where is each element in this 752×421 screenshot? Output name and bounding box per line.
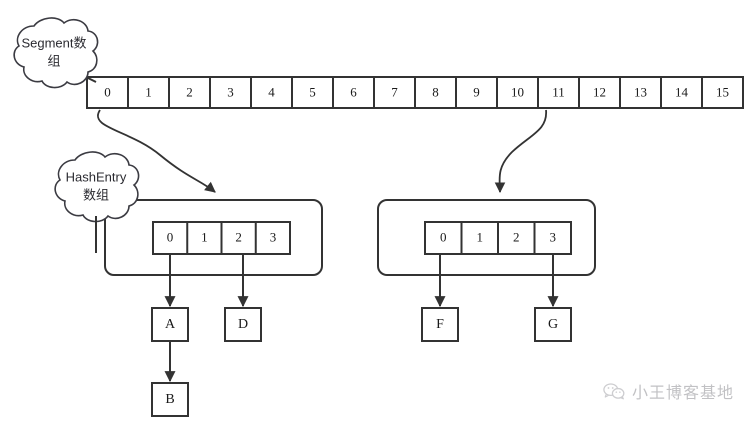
segment-cell-6[interactable]: 6 <box>350 84 357 99</box>
hashentry-cloud-label-line2: 数组 <box>83 187 109 202</box>
segment-cell-12[interactable]: 12 <box>593 84 606 99</box>
segment-cell-3[interactable]: 3 <box>227 84 234 99</box>
segment-cell-0[interactable]: 0 <box>104 84 111 99</box>
hashentry-left-cell-2[interactable]: 2 <box>235 229 242 244</box>
node-f-label: F <box>436 317 444 332</box>
node-f-box[interactable] <box>421 307 459 342</box>
hashentry-right-cell-0[interactable]: 0 <box>440 229 447 244</box>
segment-cloud-label-line1: Segment数 <box>21 35 86 50</box>
node-f[interactable]: F <box>421 307 459 342</box>
segment-cell-5[interactable]: 5 <box>309 84 316 99</box>
segment-cell-10[interactable]: 10 <box>511 84 524 99</box>
segment-cell-2[interactable]: 2 <box>186 84 193 99</box>
node-a[interactable]: A <box>151 307 189 342</box>
segment-11-to-hashentry-right-arrow <box>494 109 547 194</box>
hashentry-cloud: HashEntry 数组 <box>54 151 140 253</box>
hashentry-right-cell-3[interactable]: 3 <box>549 229 556 244</box>
segment-cell-15[interactable]: 15 <box>716 84 729 99</box>
segment-cloud: Segment数 组 <box>13 17 99 89</box>
node-g-box[interactable] <box>534 307 572 342</box>
segment-cloud-connector <box>87 77 97 83</box>
segment-array: 0 1 2 3 4 5 6 7 8 9 10 11 12 13 14 15 <box>86 76 744 109</box>
hashentry-right-cell-1[interactable]: 1 <box>476 229 483 244</box>
hashentry-array-left: 0 1 2 3 <box>104 199 323 276</box>
segment-cloud-shape <box>13 17 99 89</box>
segment-cell-11[interactable]: 11 <box>552 84 565 99</box>
hashentry-cloud-shape <box>54 151 140 223</box>
node-d-label: D <box>238 317 248 332</box>
node-d-box[interactable] <box>224 307 262 342</box>
segment-cell-7[interactable]: 7 <box>391 84 398 99</box>
hashentry-left-cell-3[interactable]: 3 <box>270 229 277 244</box>
hashentry-array-right: 0 1 2 3 <box>377 199 596 276</box>
segment-cell-8[interactable]: 8 <box>432 84 439 99</box>
node-d[interactable]: D <box>224 307 262 342</box>
node-g[interactable]: G <box>534 307 572 342</box>
hashentry-cloud-label-line1: HashEntry <box>66 169 127 184</box>
hashentry-left-cell-1[interactable]: 1 <box>201 229 208 244</box>
segment-cell-4[interactable]: 4 <box>268 84 275 99</box>
node-a-label: A <box>165 317 176 332</box>
node-b-box[interactable] <box>151 382 189 417</box>
node-b-label: B <box>165 392 174 407</box>
hashentry-right-cell-2[interactable]: 2 <box>513 229 520 244</box>
hashentry-left-cell-0[interactable]: 0 <box>167 229 174 244</box>
segment-cell-1[interactable]: 1 <box>145 84 152 99</box>
node-b[interactable]: B <box>151 382 189 417</box>
segment-cell-9[interactable]: 9 <box>473 84 480 99</box>
node-g-label: G <box>548 317 558 332</box>
segment-cell-13[interactable]: 13 <box>634 84 647 99</box>
segment-cell-14[interactable]: 14 <box>675 84 689 99</box>
segment-cloud-label-line2: 组 <box>47 53 60 68</box>
segment-0-to-hashentry-left-arrow <box>97 109 216 193</box>
